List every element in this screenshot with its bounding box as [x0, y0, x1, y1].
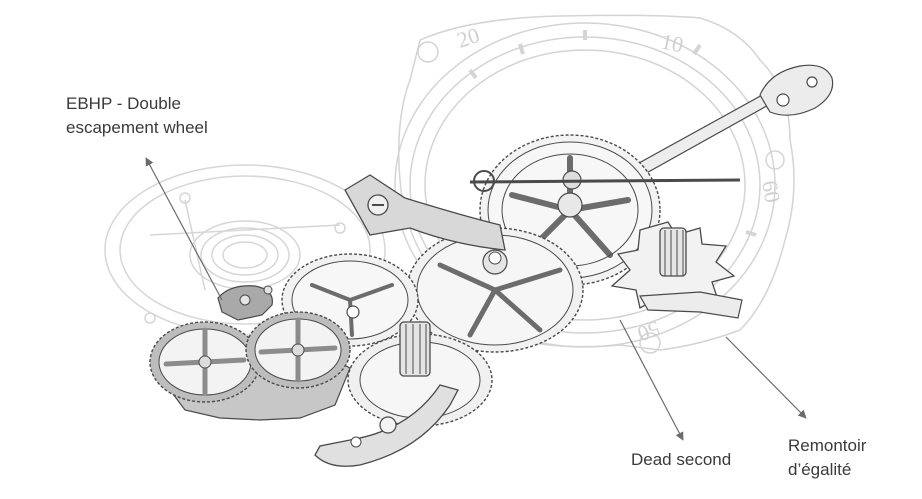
dead-second-bridge [344, 174, 506, 251]
label-remontoir: Remontoir d’égalité [788, 434, 866, 482]
remontoir-star-wheel [610, 221, 736, 311]
dead-second-arrow [619, 319, 684, 441]
dial-number-50: 50 [634, 316, 663, 347]
ebhp-escapement [149, 285, 351, 421]
dial-number-20: 20 [454, 22, 483, 53]
remontoir-lever [639, 291, 743, 319]
escape-wheel-right [245, 311, 351, 389]
ebhp-arrow [145, 157, 223, 301]
dead-second-wheel [406, 227, 584, 353]
label-ebhp: EBHP - Double escapement wheel [66, 92, 208, 140]
dial-number-60: 60 [757, 179, 785, 205]
label-remontoir-line1: Remontoir [788, 436, 867, 455]
label-remontoir-line2: d’égalité [788, 460, 852, 479]
escape-wheel-left [149, 321, 261, 403]
dial-number-10: 10 [659, 28, 686, 57]
seconds-hand [469, 178, 741, 184]
remontoir-arrow [725, 336, 807, 419]
label-ebhp-line1: EBHP - Double [66, 94, 181, 113]
label-dead-second: Dead second [631, 450, 732, 469]
lower-plate [314, 384, 459, 467]
small-ring [473, 170, 495, 192]
label-ebhp-line2: escapement wheel [66, 118, 208, 137]
